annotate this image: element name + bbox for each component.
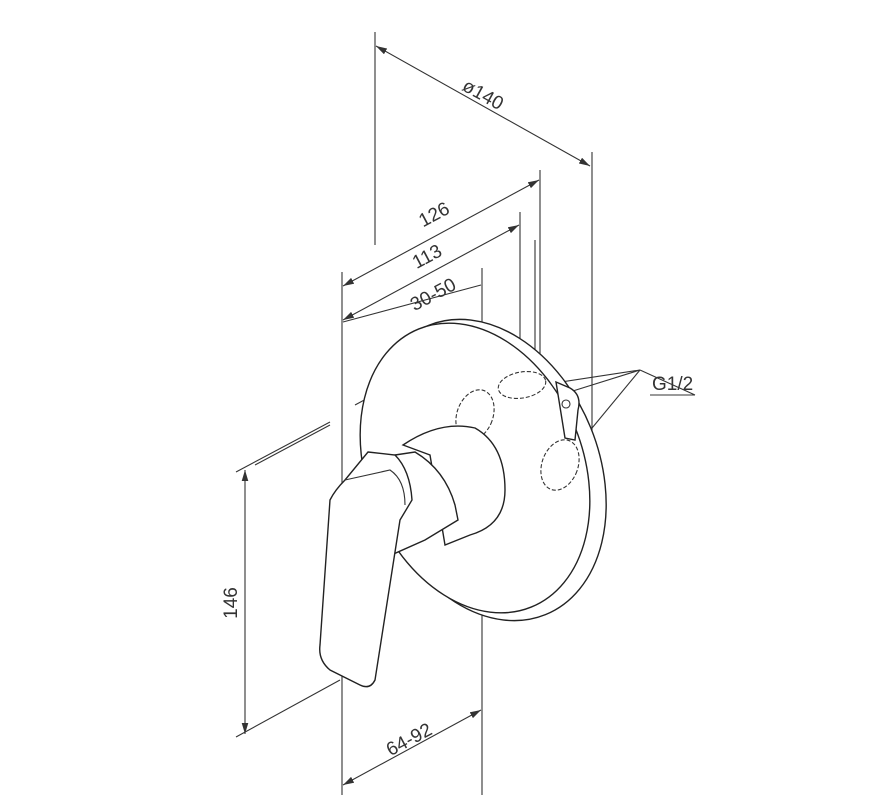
label-64-92: 64-92: [383, 719, 436, 760]
lever-handle: [319, 451, 413, 688]
dim-64-92-line: [342, 709, 482, 786]
label-126: 126: [415, 198, 453, 231]
mounting-tab: [555, 380, 580, 441]
dim-diameter-line: [375, 45, 591, 167]
mixer-body: [319, 318, 607, 688]
label-113: 113: [409, 241, 446, 274]
label-thread: G1/2: [652, 374, 693, 395]
label-diameter: ø140: [459, 76, 507, 115]
hidden-port: [497, 370, 547, 400]
dim-30-50-line: [342, 284, 482, 323]
valve-body: [401, 425, 506, 546]
dim-126-line: [342, 179, 540, 287]
label-146: 146: [221, 587, 242, 619]
hidden-port: [455, 389, 495, 441]
dim-113-line: [342, 224, 520, 321]
hidden-port: [540, 439, 580, 491]
